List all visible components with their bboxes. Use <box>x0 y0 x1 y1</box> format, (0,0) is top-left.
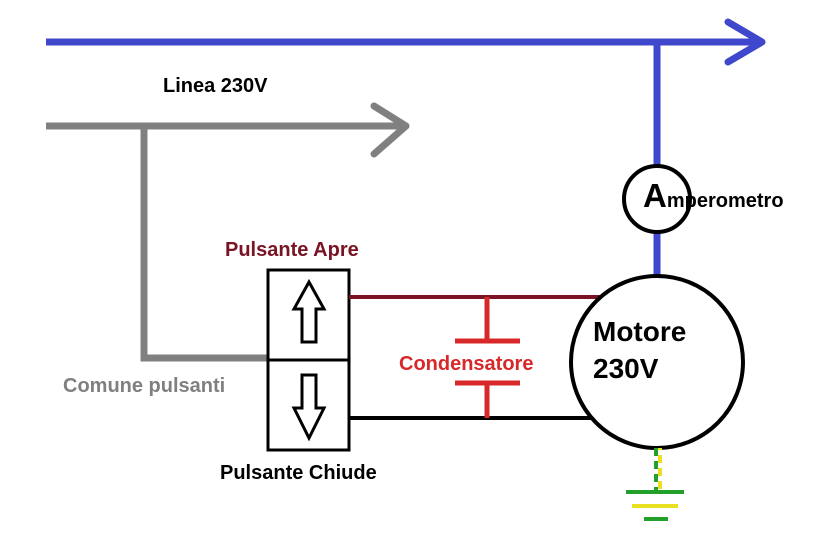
ammeter <box>622 164 692 234</box>
phase-line-arrowhead <box>724 18 766 66</box>
ammeter-label: Amperometro <box>643 177 784 214</box>
capacitor <box>455 297 520 418</box>
button-close-label: Pulsante Chiude <box>220 462 377 484</box>
common-label: Comune pulsanti <box>63 375 225 397</box>
ammeter-label-rest: mperometro <box>667 190 784 212</box>
motor-label-line1: Motore <box>593 316 686 347</box>
ammeter-label-initial: A <box>643 177 667 214</box>
motor-label-line2: 230V <box>593 353 659 384</box>
capacitor-label: Condensatore <box>399 353 533 375</box>
common-line-arrowhead <box>370 102 410 158</box>
phase-line <box>46 18 766 278</box>
button-open-label: Pulsante Apre <box>225 239 359 261</box>
pushbutton-box[interactable] <box>266 268 351 452</box>
common-drop-to-buttons <box>140 126 286 362</box>
line-label: Linea 230V <box>163 75 268 97</box>
arrow-down-icon <box>291 373 327 442</box>
arrow-up-icon <box>291 278 327 344</box>
ground-icon <box>626 448 684 521</box>
common-line <box>46 102 410 362</box>
